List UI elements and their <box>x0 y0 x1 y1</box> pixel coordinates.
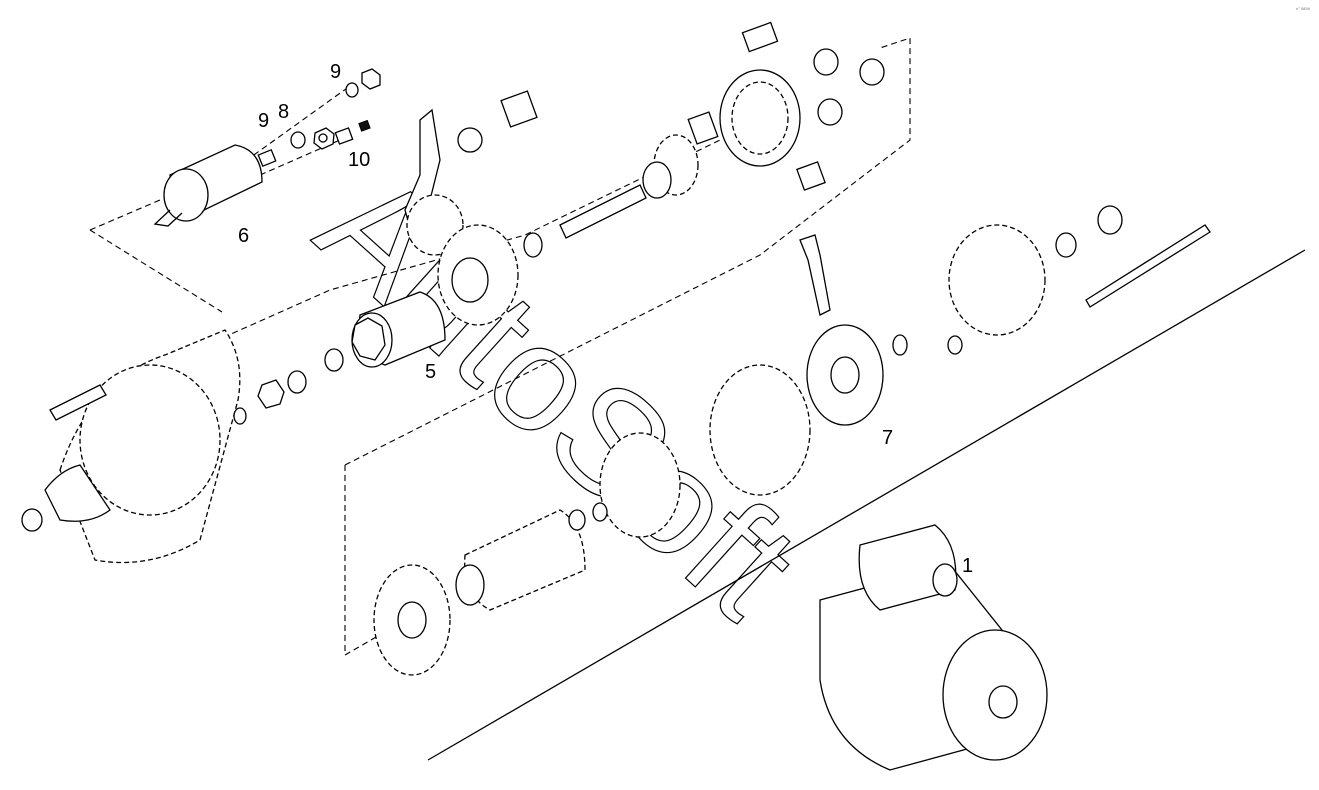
callout-6: 6 <box>238 225 249 247</box>
callout-9-lower: 9 <box>258 110 269 132</box>
drive-end-housing <box>21 329 241 564</box>
ring-gear <box>687 69 826 191</box>
callout-10: 10 <box>348 149 370 171</box>
assembled-starter-motor <box>819 524 1048 771</box>
end-cover-plate <box>373 564 451 676</box>
armature <box>455 509 586 611</box>
intermediate-bearing <box>437 224 543 326</box>
callout-7: 7 <box>882 427 893 449</box>
callout-9-upper: 9 <box>330 61 341 83</box>
nuts-and-washers <box>290 68 381 150</box>
assembly-guide-lines <box>89 37 911 656</box>
planetary-gears <box>457 21 885 153</box>
callout-1: 1 <box>962 555 973 577</box>
shaft-rings <box>233 348 344 425</box>
commutator-end-housing <box>947 205 1211 355</box>
callout-5: 5 <box>425 361 436 383</box>
callout-8: 8 <box>278 101 289 123</box>
drive-pinion-part <box>351 291 446 368</box>
planet-carrier-shaft <box>559 134 699 239</box>
brush-holder-plate <box>799 234 908 426</box>
solenoid-part <box>153 144 277 227</box>
separator-line <box>427 249 1306 761</box>
corner-reference-mark: n° 5858 <box>1296 6 1311 11</box>
field-frame <box>592 364 811 538</box>
